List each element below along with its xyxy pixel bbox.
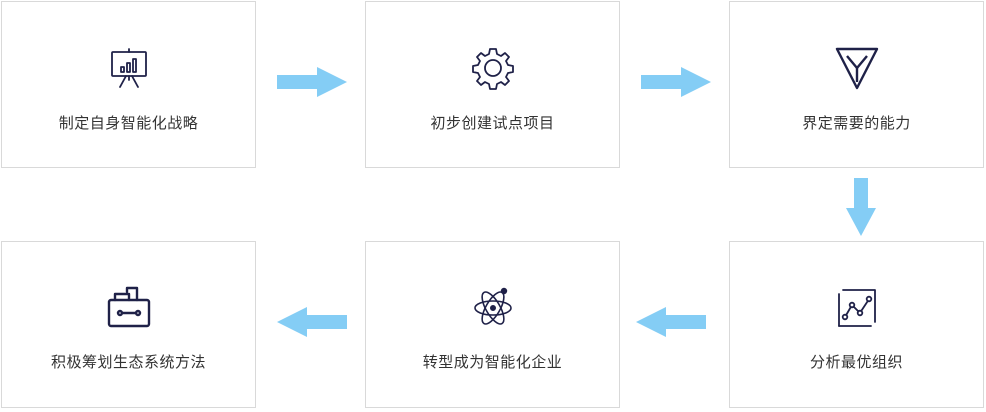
step-label-6: 积极筹划生态系统方法 — [50, 353, 206, 371]
toolbox-icon — [107, 286, 151, 330]
arrow-right-2 — [641, 67, 711, 101]
step-box-6: 积极筹划生态系统方法 — [1, 241, 256, 408]
step-box-3: 界定需要的能力 — [729, 1, 984, 168]
step-label-4: 分析最优组织 — [809, 353, 903, 371]
step-box-5: 转型成为智能化企业 — [365, 241, 620, 408]
step-label-3: 界定需要的能力 — [802, 114, 911, 132]
atom-icon — [471, 286, 515, 330]
arrow-down — [846, 178, 876, 240]
arrow-left-1 — [636, 307, 706, 341]
step-label-2: 初步创建试点项目 — [430, 114, 555, 132]
step-label-5: 转型成为智能化企业 — [422, 353, 563, 371]
arrow-right-1 — [277, 67, 347, 101]
presentation-chart-icon — [107, 46, 151, 90]
step-box-1: 制定自身智能化战略 — [1, 1, 256, 168]
step-box-4: 分析最优组织 — [729, 241, 984, 408]
triangle-gem-icon — [835, 46, 879, 90]
arrow-left-2 — [277, 307, 347, 341]
step-box-2: 初步创建试点项目 — [365, 1, 620, 168]
gear-icon — [471, 46, 515, 90]
step-label-1: 制定自身智能化战略 — [58, 114, 199, 132]
chart-nodes-icon — [835, 286, 879, 330]
